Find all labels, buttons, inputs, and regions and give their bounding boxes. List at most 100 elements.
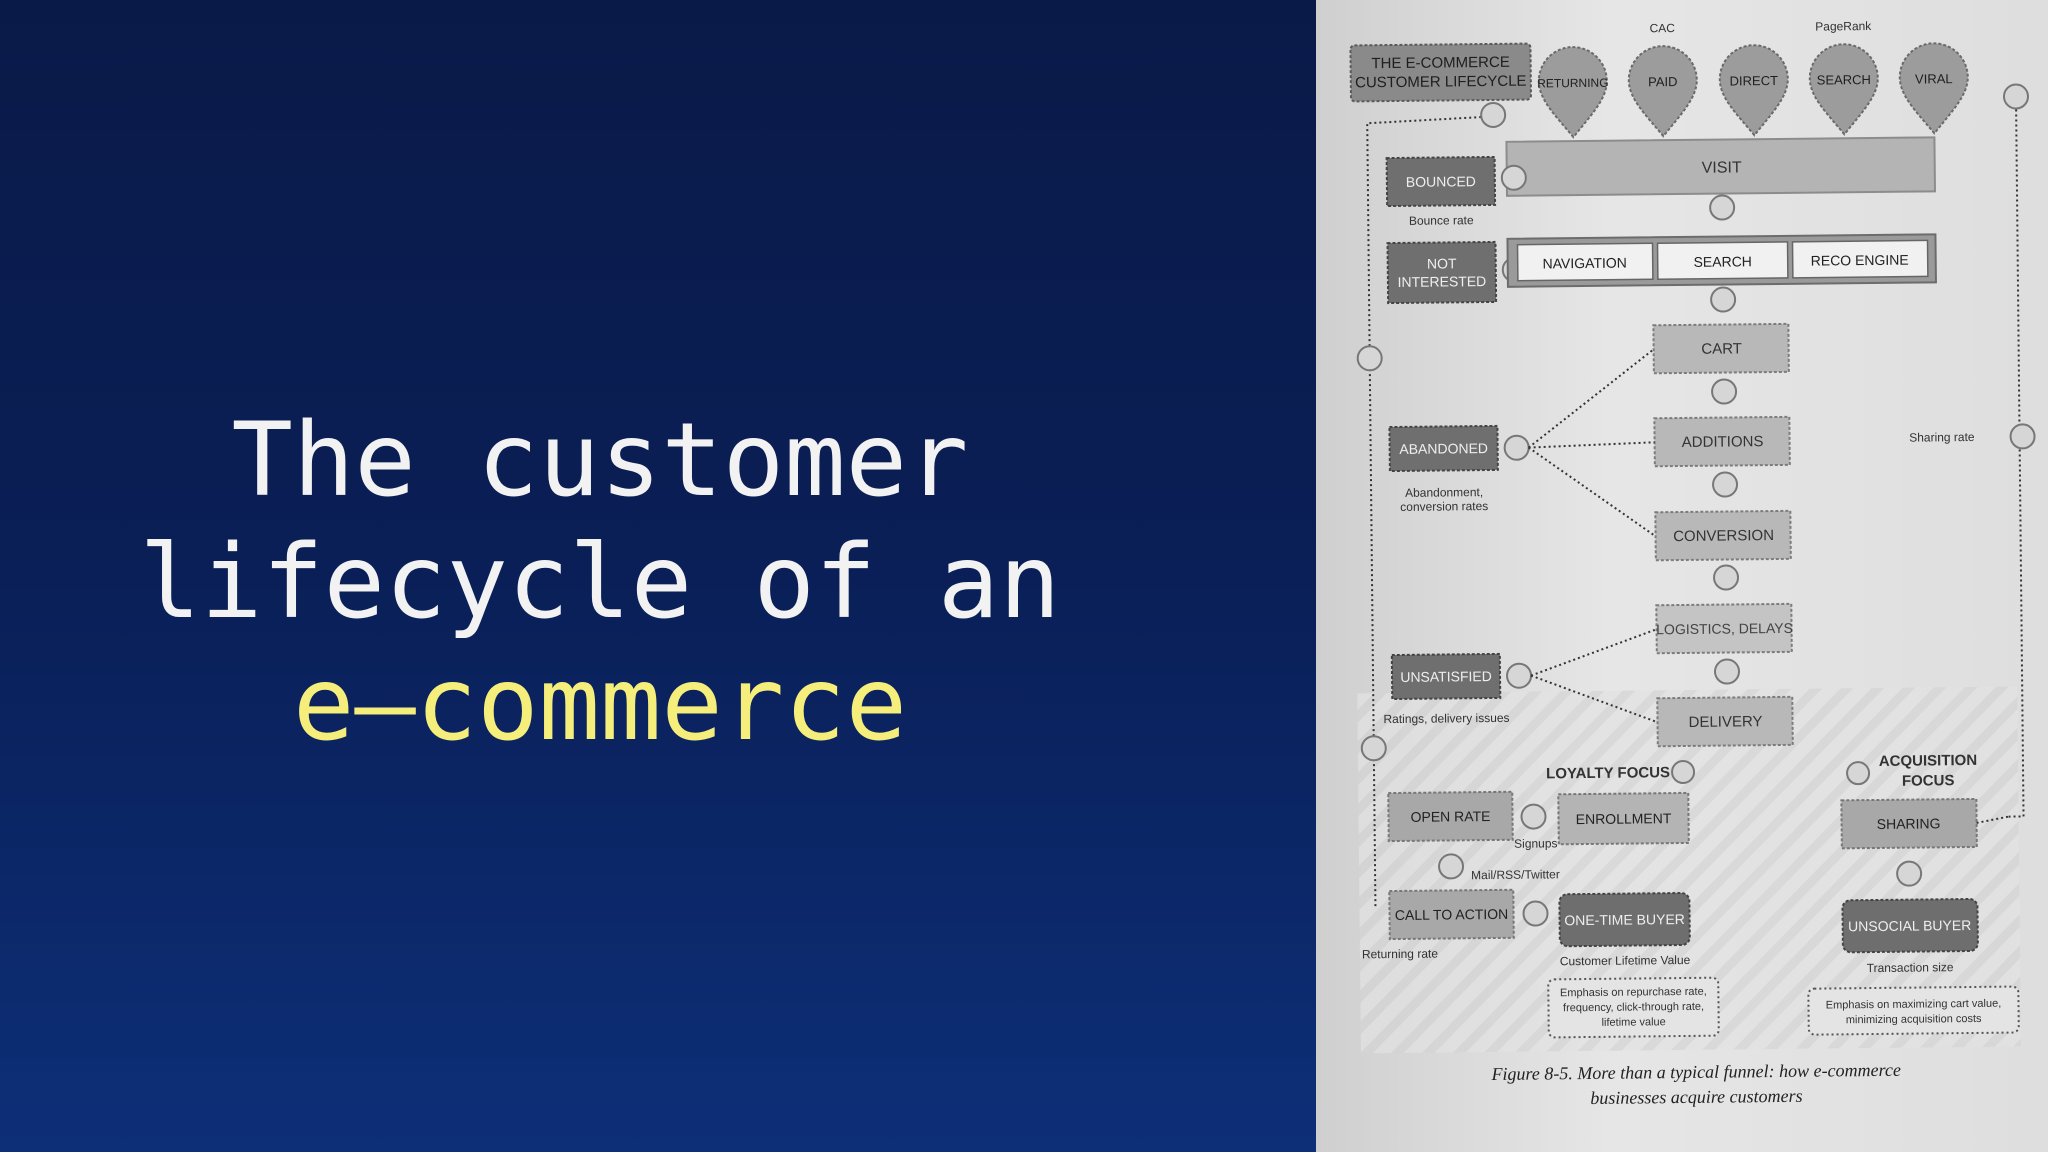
- acquisition-focus-label-1: ACQUISITION: [1879, 752, 1978, 770]
- not-interested-label-1: NOT: [1427, 255, 1457, 271]
- arrow-left-icon: [1500, 164, 1527, 191]
- funnel-steps: CART ADDITIONS CONVERSION LOGISTICS, DEL…: [1652, 322, 1794, 748]
- one-time-buyer-box: [1558, 892, 1691, 948]
- arrow-down-icon: [1438, 853, 1465, 880]
- abandonment-label-1: Abandonment,: [1405, 485, 1483, 500]
- header-line-1: THE E-COMMERCE: [1371, 54, 1510, 72]
- one-time-buyer-label: ONE-TIME BUYER: [1564, 911, 1685, 928]
- arrow-down-icon: [1709, 194, 1736, 221]
- cart-box: [1652, 322, 1790, 375]
- cart-label: CART: [1701, 340, 1742, 357]
- unsocial-buyer-box: [1841, 898, 1979, 954]
- delivery-box: [1656, 695, 1794, 748]
- drop-0: RETURNING: [1537, 46, 1609, 139]
- sharing-connector: [1976, 815, 2009, 824]
- reco-engine-label: RECO ENGINE: [1811, 252, 1909, 269]
- emphasis-left-line-2: frequency, click-through rate,: [1563, 1001, 1704, 1014]
- emphasis-left-line-1: Emphasis on repurchase rate,: [1560, 986, 1707, 1000]
- arrow-left-icon: [1506, 662, 1533, 689]
- title-panel: The customer lifecycle of an e–commerce: [0, 0, 1316, 1152]
- loyalty-focus-label: LOYALTY FOCUS: [1546, 764, 1670, 782]
- transaction-size-label: Transaction size: [1867, 960, 1954, 975]
- drop-above-label: PageRank: [1815, 19, 1872, 34]
- search-label: SEARCH: [1693, 253, 1752, 270]
- viral-loop-line: [2008, 96, 2025, 818]
- open-rate-box: [1387, 790, 1514, 843]
- drop-shape: [1808, 43, 1879, 136]
- bounce-rate-label: Bounce rate: [1409, 213, 1474, 228]
- emphasis-right-line-2: minimizing acquisition costs: [1846, 1013, 1982, 1026]
- additions-box: [1653, 415, 1791, 468]
- ratings-label: Ratings, delivery issues: [1383, 711, 1509, 726]
- unsocial-buyer-label: UNSOCIAL BUYER: [1848, 917, 1971, 934]
- additions-label: ADDITIONS: [1682, 433, 1764, 451]
- drop-shape: [1898, 42, 1969, 135]
- abandoned-label: ABANDONED: [1399, 440, 1488, 457]
- title-line-3: e–commerce: [292, 645, 908, 764]
- book-photo-panel: THE E-COMMERCE CUSTOMER LIFECYCLE RETURN…: [1316, 0, 2048, 1152]
- signups-label: Signups: [1514, 836, 1558, 850]
- arrow-down-icon: [1713, 564, 1740, 591]
- enrollment-label: ENROLLMENT: [1576, 810, 1672, 827]
- arrow-down-right-icon: [1846, 761, 1871, 786]
- drop-label: PAID: [1648, 74, 1678, 89]
- arrow-down-icon: [1714, 658, 1741, 685]
- not-interested-label-2: INTERESTED: [1397, 273, 1486, 290]
- lifecycle-diagram: THE E-COMMERCE CUSTOMER LIFECYCLE RETURN…: [1349, 19, 2036, 1108]
- not-interested-box: [1386, 240, 1498, 305]
- emphasis-right-line-1: Emphasis on maximizing cart value,: [1826, 998, 2002, 1012]
- arrow-down-icon: [1712, 471, 1739, 498]
- drop-label: SEARCH: [1817, 72, 1871, 88]
- arrow-up-icon: [1360, 735, 1387, 762]
- emphasis-left-note: [1547, 976, 1720, 1039]
- conversion-label: CONVERSION: [1673, 527, 1774, 545]
- delivery-label: DELIVERY: [1688, 713, 1762, 731]
- drop-2: DIRECT: [1718, 44, 1789, 137]
- title-line-1: The customer: [231, 401, 969, 520]
- drop-shape: [1627, 45, 1698, 138]
- arrow-down-left-icon: [1671, 759, 1696, 784]
- open-rate-label: OPEN RATE: [1410, 808, 1490, 825]
- arrow-right-icon: [1522, 900, 1549, 927]
- acquisition-focus-label-2: FOCUS: [1902, 772, 1955, 790]
- sharing-box: [1840, 797, 1978, 850]
- abandon-connectors: [1528, 348, 1657, 538]
- arrow-up-icon: [2009, 423, 2036, 450]
- mail-label: Mail/RSS/Twitter: [1471, 867, 1560, 882]
- search-box: [1656, 241, 1789, 280]
- emphasis-left-line-3: lifetime value: [1602, 1016, 1666, 1029]
- sharing-rate-label: Sharing rate: [1909, 430, 1975, 445]
- abandonment-label-2: conversion rates: [1400, 499, 1488, 514]
- title-line-2: lifecycle of an: [139, 523, 1061, 642]
- arrow-down-icon: [1711, 378, 1738, 405]
- clv-label: Customer Lifetime Value: [1560, 953, 1691, 968]
- book-page: THE E-COMMERCE CUSTOMER LIFECYCLE RETURN…: [1316, 0, 2048, 1152]
- arrow-down-icon: [1896, 860, 1923, 887]
- call-to-action-label: CALL TO ACTION: [1395, 906, 1509, 923]
- reco-engine-box: [1791, 239, 1929, 279]
- conversion-box: [1654, 509, 1792, 562]
- arrow-right-icon: [1480, 101, 1507, 128]
- bounced-box: [1385, 155, 1497, 208]
- visit-label: VISIT: [1702, 159, 1742, 176]
- arrow-left-icon: [1520, 803, 1547, 830]
- caption-line-2: businesses acquire customers: [1590, 1086, 1803, 1108]
- abandoned-box: [1388, 424, 1499, 473]
- enrollment-box: [1557, 791, 1690, 846]
- emphasis-right-note: [1807, 985, 2020, 1036]
- header-tag: THE E-COMMERCE CUSTOMER LIFECYCLE: [1349, 42, 1532, 103]
- navigation-label: NAVIGATION: [1542, 255, 1626, 272]
- slide-title: The customer lifecycle of an e–commerce: [0, 400, 1200, 766]
- drop-3: SEARCH PageRank: [1808, 19, 1879, 136]
- arrow-left-icon: [1503, 434, 1530, 461]
- unsatisfied-label: UNSATISFIED: [1400, 668, 1492, 685]
- logistics-label: LOGISTICS, DELAYS: [1656, 620, 1793, 637]
- unsatisfied-box: [1390, 652, 1502, 701]
- drop-label: RETURNING: [1537, 76, 1608, 91]
- call-to-action-box: [1388, 888, 1515, 941]
- drop-shape: [1718, 44, 1789, 137]
- arrow-left-icon: [2002, 83, 2029, 110]
- sharing-label: SHARING: [1877, 815, 1941, 832]
- drop-4: VIRAL: [1898, 42, 1969, 135]
